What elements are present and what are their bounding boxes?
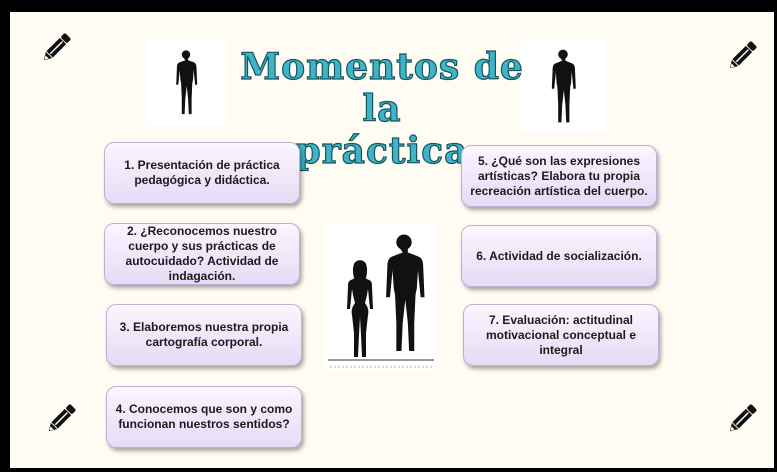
step-1-box: 1. Presentación de práctica pedagógica y… xyxy=(104,142,300,204)
step-5-box: 5. ¿Qué son las expresiones artísticas? … xyxy=(461,145,657,207)
title-line-1: Momentos de la xyxy=(240,45,524,130)
couple-silhouette-image xyxy=(326,224,436,370)
step-3-box: 3. Elaboremos nuestra propia cartografía… xyxy=(106,304,302,366)
pencil-icon xyxy=(43,401,79,437)
title-line-2: práctica xyxy=(295,129,469,172)
step-1-label: 1. Presentación de práctica pedagógica y… xyxy=(124,158,280,187)
step-5-label: 5. ¿Qué son las expresiones artísticas? … xyxy=(470,153,648,198)
step-3-label: 3. Elaboremos nuestra propia cartografía… xyxy=(119,320,289,349)
slide-canvas: Momentos de la práctica 1. Presentación … xyxy=(10,12,774,468)
step-4-label: 4. Conocemos que son y como funcionan nu… xyxy=(115,402,293,431)
human-silhouette-right xyxy=(520,40,606,132)
step-7-label: 7. Evaluación: actitudinal motivacional … xyxy=(485,312,637,357)
step-2-box: 2. ¿Reconocemos nuestro cuerpo y sus prá… xyxy=(104,223,300,285)
step-2-label: 2. ¿Reconocemos nuestro cuerpo y sus prá… xyxy=(125,224,279,283)
step-6-box: 6. Actividad de socialización. xyxy=(461,225,657,287)
step-6-label: 6. Actividad de socialización. xyxy=(476,248,642,263)
step-4-box: 4. Conocemos que son y como funcionan nu… xyxy=(106,386,302,448)
human-silhouette-left xyxy=(146,40,226,126)
pencil-icon xyxy=(724,38,760,74)
step-7-box: 7. Evaluación: actitudinal motivacional … xyxy=(463,304,659,366)
page-title: Momentos de la práctica xyxy=(232,45,532,172)
pencil-icon xyxy=(38,30,74,66)
pencil-icon xyxy=(724,401,760,437)
